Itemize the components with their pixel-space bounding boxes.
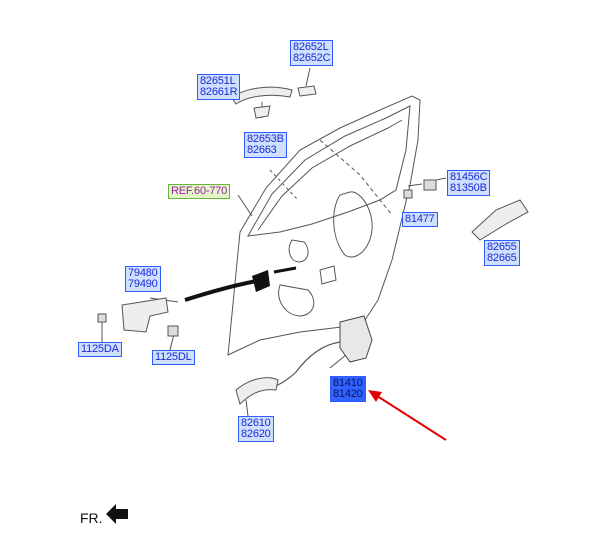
label-79480-line2: 79490: [128, 278, 158, 290]
clip-81477: [403, 189, 413, 199]
label-82610-line1: 82610: [241, 417, 271, 429]
label-82651-line2: 82661R: [200, 86, 238, 98]
label-81410-line1: 81410: [333, 377, 363, 389]
label-82653-line1: 82653B: [247, 133, 284, 145]
window-frame: [247, 105, 411, 237]
label-81410-line2: 81420: [333, 388, 363, 400]
label-82651-line1: 82651L: [200, 75, 236, 87]
label-81456-line2: 81350B: [450, 182, 487, 194]
hinge-right: [471, 199, 529, 241]
outside-handle: [231, 86, 293, 105]
inside-handle: [235, 377, 279, 405]
label-82651[interactable]: 82651L 82661R: [197, 74, 241, 100]
label-79480-line1: 79480: [128, 267, 158, 279]
label-82655-line2: 82665: [487, 252, 517, 264]
red-arrow: [373, 393, 447, 441]
clip-81456c: [423, 179, 437, 191]
label-82653[interactable]: 82653B 82663: [244, 132, 287, 158]
door-latch: [339, 315, 373, 363]
label-1125da[interactable]: 1125DA: [78, 342, 122, 357]
handle-cap: [297, 85, 317, 97]
label-1125dl[interactable]: 1125DL: [152, 350, 195, 365]
latch-cable: [271, 341, 341, 389]
label-ref-line1: REF.60-770: [171, 185, 228, 197]
label-82610[interactable]: 82610 82620: [238, 416, 274, 442]
front-direction-label: FR.: [80, 510, 103, 526]
label-81410[interactable]: 81410 81420: [330, 376, 366, 402]
label-81456-line1: 81456C: [450, 171, 488, 183]
label-82610-line2: 82620: [241, 428, 271, 440]
label-82652-line2: 82652C: [293, 52, 331, 64]
label-81477[interactable]: 81477: [402, 212, 438, 227]
label-82655[interactable]: 82655 82665: [484, 240, 520, 266]
label-81456[interactable]: 81456C 81350B: [447, 170, 491, 196]
label-82653-line2: 82663: [247, 144, 277, 156]
front-direction-icon: [106, 504, 128, 524]
label-82652-line1: 82652L: [293, 41, 329, 53]
label-ref-60-770[interactable]: REF.60-770: [168, 184, 231, 199]
bolt-1125da: [97, 313, 107, 323]
label-1125dl-line1: 1125DL: [155, 351, 192, 363]
label-82655-line1: 82655: [487, 241, 517, 253]
door-panel: [227, 95, 421, 356]
label-79480[interactable]: 79480 79490: [125, 266, 161, 292]
label-1125da-line1: 1125DA: [81, 343, 119, 355]
hinge-lower: [121, 297, 169, 333]
checker-wire: [184, 278, 263, 302]
handle-bracket: [253, 105, 271, 119]
label-82652[interactable]: 82652L 82652C: [290, 40, 334, 66]
label-81477-line1: 81477: [405, 213, 435, 225]
bolt-1125dl: [167, 325, 179, 337]
